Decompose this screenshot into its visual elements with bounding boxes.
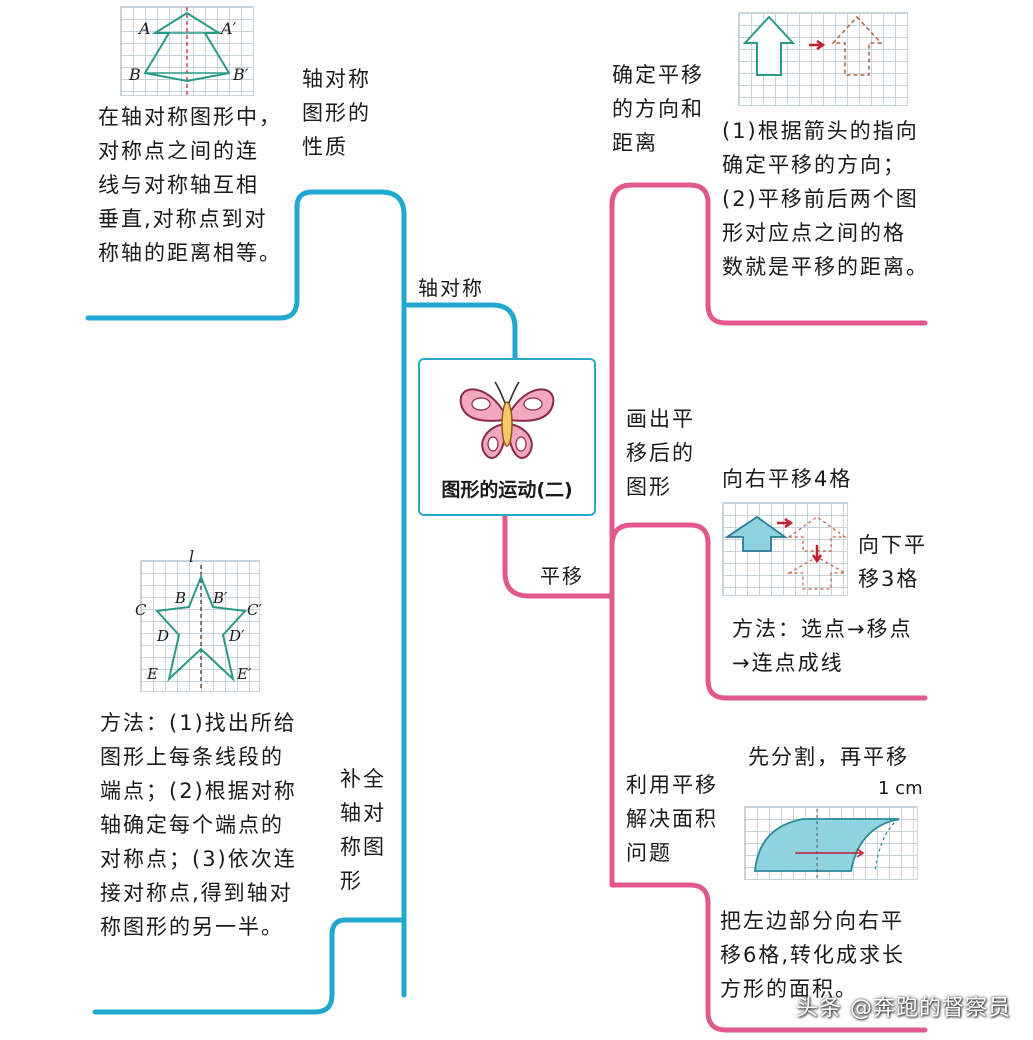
draw-translation-grid-figure xyxy=(722,502,848,596)
translated-arrow-shapes xyxy=(724,515,847,590)
draw-translation-method: 方法：选点→移点 →连点成线 xyxy=(732,617,913,676)
axis-label-l: l xyxy=(189,547,195,566)
point-label-d-prime: D′ xyxy=(229,627,245,645)
point-label-b: B xyxy=(129,65,141,84)
point-label-e: E xyxy=(147,665,158,683)
axis-property-grid-figure: A A′ B B′ xyxy=(120,6,254,96)
watermark: 头条 @奔跑的督察员 xyxy=(796,996,1011,1021)
center-title: 图形的运动(二) xyxy=(441,479,573,501)
translation-branch-main-line xyxy=(502,509,615,599)
axis-symmetry-branch-label: 轴对称 xyxy=(418,276,484,300)
translation-topic2-line xyxy=(609,522,928,701)
direction-distance-description: (1)根据箭头的指向 确定平移的方向； (2)平移前后两个图 形对应点之间的格 … xyxy=(722,119,929,280)
area-shift-shape xyxy=(754,809,900,879)
area-problem-description: 把左边部分向右平 移6格,转化成求长 方形的面积。 xyxy=(720,909,906,1002)
axis-branch-main-line xyxy=(405,302,518,361)
butterfly-icon xyxy=(459,381,555,459)
area-grid-figure xyxy=(744,806,918,880)
translation-topic3-line xyxy=(609,882,928,1033)
point-label-d: D xyxy=(157,627,170,645)
axis-symmetric-shape xyxy=(143,7,231,95)
point-label-a-prime: A′ xyxy=(221,19,237,38)
move-right-caption: 向右平移4格 xyxy=(722,467,853,491)
area-problem-topic-label: 利用平移 解决面积 问题 xyxy=(626,773,718,866)
translation-arrow-grid-figure xyxy=(738,12,908,106)
translation-branch-label: 平移 xyxy=(540,564,584,588)
draw-translation-topic-label: 画出平 移后的 图形 xyxy=(626,407,695,500)
unit-label: 1 cm xyxy=(878,778,923,799)
point-label-c-prime: C′ xyxy=(247,601,262,619)
half-star-shape xyxy=(154,565,248,691)
point-label-b: B xyxy=(175,589,187,607)
point-label-a: A xyxy=(139,19,151,38)
complete-figure-topic-label: 补全 轴对 称图 形 xyxy=(340,767,386,894)
center-node: 图形的运动(二) xyxy=(418,358,596,516)
move-down-caption: 向下平 移3格 xyxy=(858,533,927,592)
point-label-b-prime: B′ xyxy=(213,589,228,607)
axis-property-topic-label: 轴对称 图形的 性质 xyxy=(302,67,371,160)
axis-property-description: 在轴对称图形中， 对称点之间的连 线与对称轴互相 垂直,对称点到对 称轴的距离相… xyxy=(98,105,282,266)
arrow-translation-shapes xyxy=(742,15,883,76)
direction-distance-topic-label: 确定平移 的方向和 距离 xyxy=(612,63,704,156)
axis-topic1-line xyxy=(85,189,407,321)
translation-topic1-line xyxy=(609,182,928,326)
axis-topic2-line xyxy=(92,917,407,1015)
split-then-translate-caption: 先分割，再平移 xyxy=(748,745,909,769)
point-label-b-prime: B′ xyxy=(233,65,249,84)
complete-figure-method: 方法：(1)找出所给 图形上每条线段的 端点；(2)根据对称 轴确定每个端点的 … xyxy=(100,711,297,940)
star-grid-figure: l B B′ C C′ D D′ E E′ xyxy=(135,547,262,692)
point-label-c: C xyxy=(135,601,147,619)
point-label-e-prime: E′ xyxy=(237,665,252,683)
